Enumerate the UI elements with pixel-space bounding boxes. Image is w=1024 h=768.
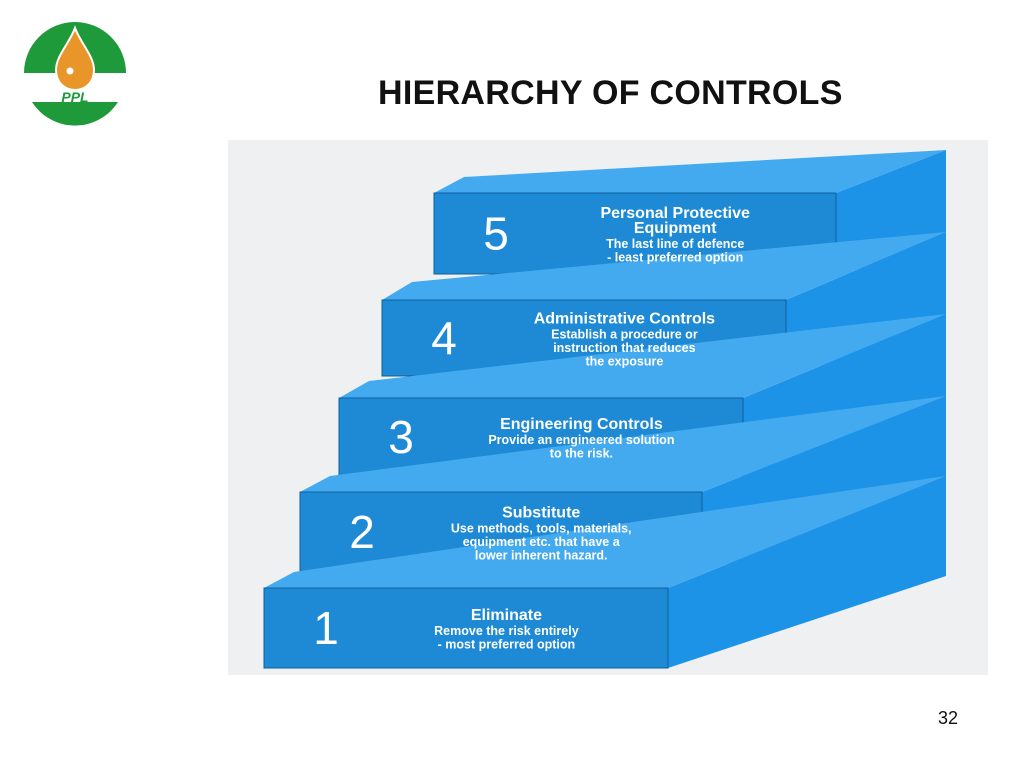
step-2-top: [300, 396, 946, 492]
step-2-desc-line: equipment etc. that have a: [463, 535, 621, 549]
step-4-desc-line: the exposure: [585, 354, 663, 368]
step-1-top: [264, 476, 946, 588]
step-5-desc-line: The last line of defence: [606, 237, 744, 251]
logo-text: PPL: [61, 89, 88, 105]
step-2-desc-line: Use methods, tools, materials,: [451, 521, 632, 535]
step-4-desc-line: Establish a procedure or: [551, 327, 698, 341]
step-3-number: 3: [388, 411, 414, 463]
logo-bottom-green: [32, 102, 118, 126]
step-3-desc-line: Provide an engineered solution: [488, 433, 674, 447]
step-1-desc-line: Remove the risk entirely: [434, 624, 579, 638]
step-1-heading: Eliminate: [471, 607, 542, 624]
step-5-top: [434, 150, 946, 193]
page-number: 32: [938, 708, 959, 728]
step-1-front: [263, 587, 669, 669]
step-4-heading: Administrative Controls: [534, 310, 715, 327]
ppl-logo: PPL: [21, 19, 129, 127]
drop-highlight: [66, 67, 74, 75]
oil-drop-icon: [54, 25, 96, 92]
step-5-heading-2: Equipment: [634, 220, 717, 237]
step-5-heading: Personal Protective: [600, 205, 750, 222]
step-3-top: [339, 314, 946, 398]
step-2-heading: Substitute: [502, 504, 580, 521]
step-2-desc-line: lower inherent hazard.: [475, 548, 608, 562]
step-3-desc-line: to the risk.: [550, 447, 613, 461]
page-title: HIERARCHY OF CONTROLS: [378, 74, 843, 112]
step-4-top: [382, 232, 946, 300]
step-4-desc-line: instruction that reduces: [553, 341, 695, 355]
step-1-desc-line: - most preferred option: [438, 638, 576, 652]
step-5-number: 5: [483, 208, 509, 260]
step-4-number: 4: [431, 312, 457, 364]
step-2-number: 2: [349, 506, 375, 558]
step-5-desc-line: - least preferred option: [607, 251, 743, 265]
step-1-number: 1: [313, 602, 339, 654]
step-3-heading: Engineering Controls: [500, 416, 663, 433]
step-1-side: [668, 476, 946, 668]
